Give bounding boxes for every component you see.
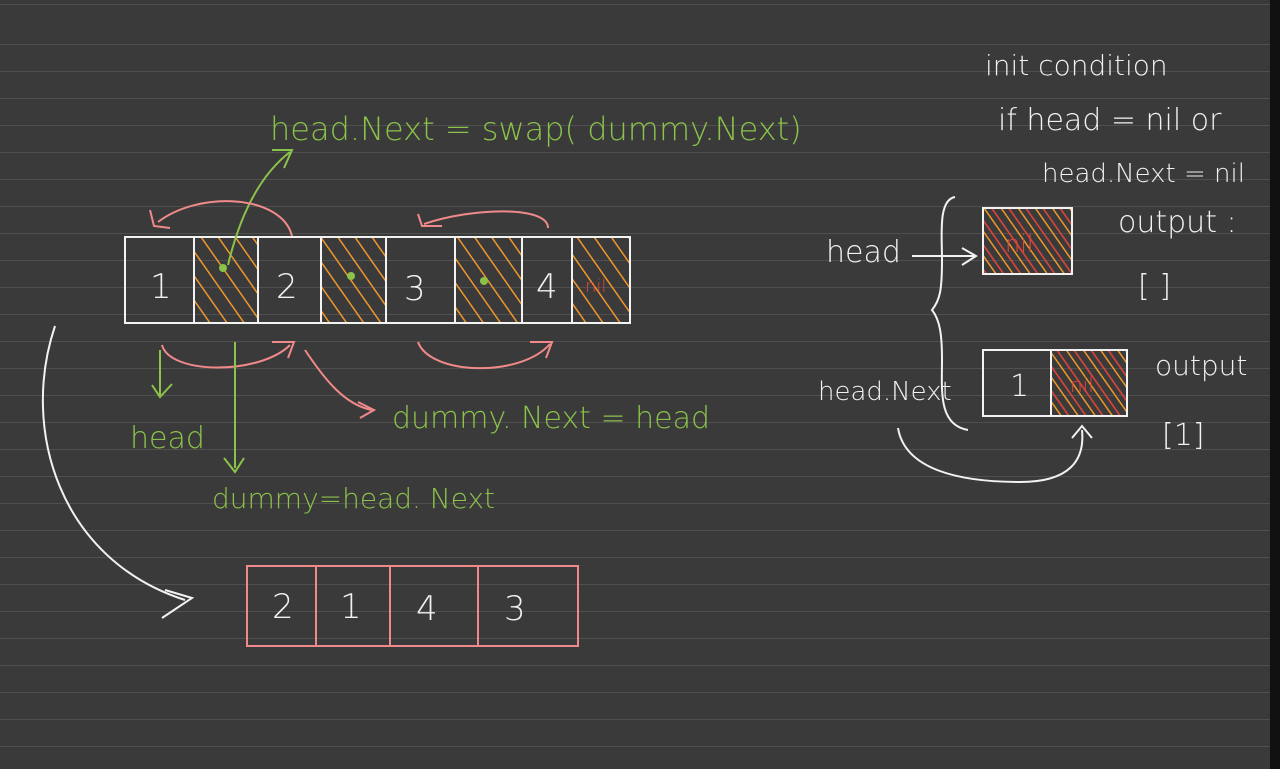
swap-arc-top-1 [157, 200, 293, 237]
node-value-3: 3 [404, 269, 426, 309]
result-value-2: 1 [340, 587, 362, 627]
case-head-nil: head nil output : [ ] [826, 205, 1237, 304]
pointer-cell-3 [455, 238, 522, 322]
swap-arrow [227, 151, 291, 266]
result-arrow [41, 325, 186, 601]
swap-formula: head.Next = swap( dummy.Next) [270, 110, 802, 148]
case-brace [930, 196, 969, 431]
result-value-3: 4 [416, 589, 438, 629]
dummy-next-assign-label: dummy. Next = head [392, 401, 710, 436]
case-head-output-label: output : [1118, 205, 1237, 240]
init-condition-block: init condition if head = nil or head.Nex… [985, 49, 1245, 189]
case-head-next-pointer [1052, 351, 1126, 415]
dummy-assign-label: dummy=head. Next [212, 482, 495, 515]
main-linked-list: 1 2 3 4 nil [124, 236, 631, 324]
case-head-output-value: [ ] [1138, 269, 1171, 304]
swap-arc-bottom-1 [161, 344, 291, 369]
case-head-next-label: head.Next [818, 377, 952, 407]
case-head-node-value: nil [1005, 230, 1034, 258]
case-head-next-output-value: [1] [1162, 418, 1205, 453]
pointer-cell-4 [572, 238, 629, 322]
init-condition-line2: head.Next = nil [1042, 159, 1245, 189]
case-head-next-nil: head.Next 1 nil output [1] [818, 349, 1247, 484]
node-value-4: 4 [536, 267, 558, 307]
init-condition-line1: if head = nil or [998, 103, 1222, 138]
node-value-2: 2 [276, 267, 298, 307]
result-value-4: 3 [504, 589, 526, 629]
swap-arc-bottom-2 [417, 341, 551, 370]
pointer-dot-2 [347, 272, 355, 280]
pointer-dot-3 [480, 277, 488, 285]
tail-nil: nil [585, 276, 606, 297]
pointer-cell-2 [321, 238, 386, 322]
head-label: head [130, 421, 205, 456]
init-condition-title: init condition [985, 49, 1168, 82]
case-head-next-node-value: 1 [1010, 369, 1029, 404]
result-value-1: 2 [272, 587, 294, 627]
case-head-next-output-label: output [1155, 349, 1247, 382]
result-outline [246, 565, 579, 647]
result-linked-list: 2 1 4 3 [246, 565, 579, 647]
pointer-cell-1 [194, 238, 258, 322]
canvas-edge [1270, 0, 1280, 769]
dummy-next-arrow [304, 349, 373, 411]
case-head-label: head [826, 235, 901, 270]
case-head-next-node [982, 349, 1128, 417]
case-head-next-arrow [897, 427, 1084, 484]
case-head-next-node-nil: nil [1070, 373, 1094, 397]
case-head-node [982, 207, 1073, 275]
swap-arc-top-2 [423, 210, 549, 229]
node-value-1: 1 [150, 267, 172, 307]
pointer-dot-1 [219, 264, 227, 272]
list-outline [124, 236, 631, 324]
